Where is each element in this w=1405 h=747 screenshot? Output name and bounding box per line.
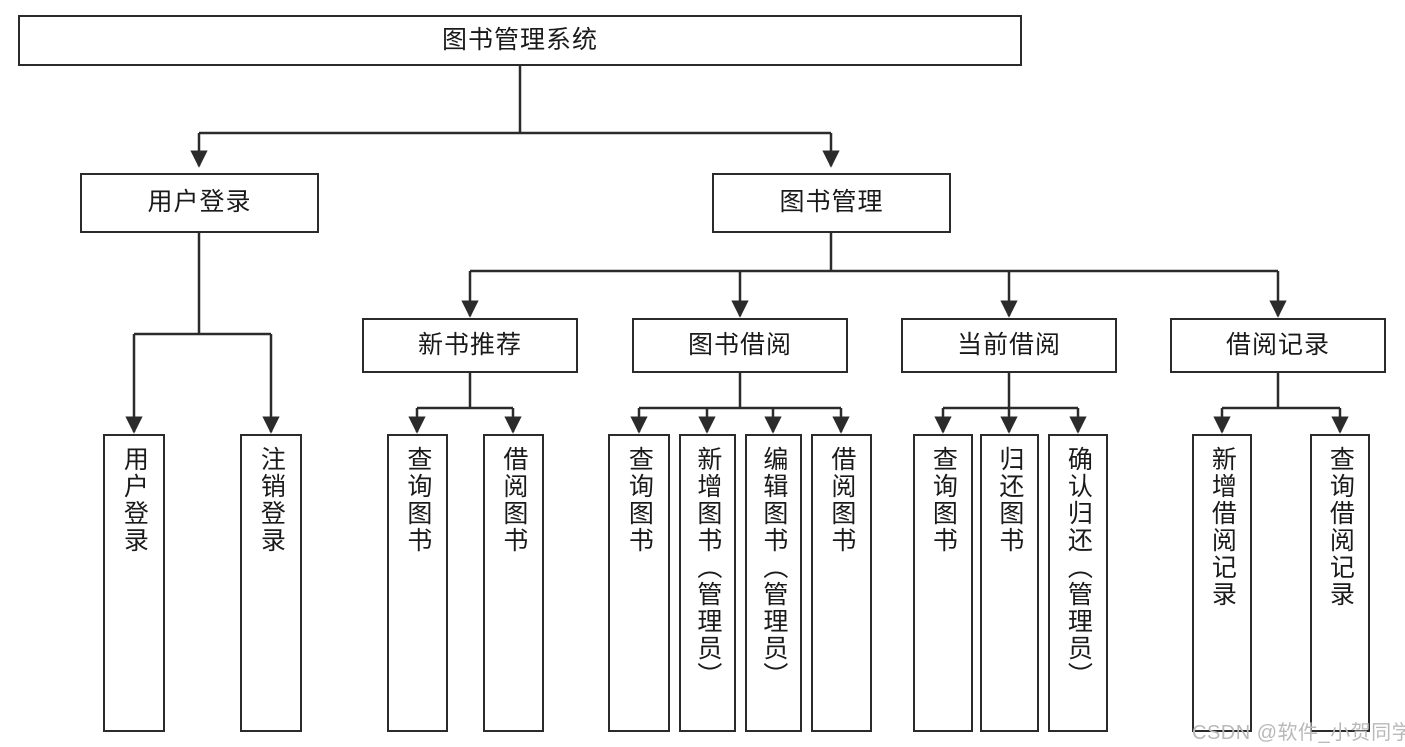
- node-new-book-recommend[interactable]: 新书推荐: [362, 318, 578, 373]
- node-borrow-record[interactable]: 借阅记录: [1170, 318, 1386, 373]
- node-leaf-label: 新增借阅记录: [1208, 446, 1237, 608]
- node-leaf-edit-book-admin[interactable]: 编辑图书（管理员）: [745, 434, 802, 732]
- node-leaf-query-book-current[interactable]: 查询图书: [913, 434, 973, 732]
- node-user-login-label: 用户登录: [147, 188, 252, 217]
- node-leaf-label: 确认归还（管理员）: [1064, 446, 1093, 689]
- node-root[interactable]: 图书管理系统: [18, 15, 1022, 66]
- watermark: CSDN @软件_小贺同学: [1192, 722, 1405, 744]
- node-book-manage[interactable]: 图书管理: [712, 173, 951, 233]
- node-leaf-label: 借阅图书: [827, 446, 856, 554]
- node-leaf-query-book-recommend[interactable]: 查询图书: [387, 434, 448, 732]
- node-leaf-label: 新增图书（管理员）: [693, 446, 722, 689]
- node-leaf-query-book-borrow[interactable]: 查询图书: [608, 434, 670, 732]
- node-leaf-label: 查询借阅记录: [1326, 446, 1355, 608]
- node-leaf-label: 归还图书: [995, 446, 1024, 554]
- node-leaf-logout[interactable]: 注销登录: [240, 434, 302, 732]
- node-book-borrow[interactable]: 图书借阅: [632, 318, 848, 373]
- node-leaf-add-borrow-record[interactable]: 新增借阅记录: [1192, 434, 1252, 732]
- node-leaf-label: 借阅图书: [499, 446, 528, 554]
- node-book-manage-label: 图书管理: [779, 188, 884, 217]
- node-leaf-return-book[interactable]: 归还图书: [980, 434, 1039, 732]
- node-leaf-confirm-return-admin[interactable]: 确认归还（管理员）: [1048, 434, 1108, 732]
- node-new-book-recommend-label: 新书推荐: [417, 330, 522, 359]
- node-leaf-label: 查询图书: [929, 446, 958, 554]
- node-current-borrow-label: 当前借阅: [956, 330, 1061, 359]
- node-leaf-label: 用户登录: [120, 446, 149, 554]
- node-leaf-add-book-admin[interactable]: 新增图书（管理员）: [679, 434, 736, 732]
- node-leaf-borrow-book[interactable]: 借阅图书: [811, 434, 872, 732]
- node-leaf-user-login[interactable]: 用户登录: [103, 434, 165, 732]
- node-leaf-label: 注销登录: [257, 446, 286, 554]
- node-user-login[interactable]: 用户登录: [80, 173, 319, 233]
- node-root-label: 图书管理系统: [441, 25, 598, 54]
- node-current-borrow[interactable]: 当前借阅: [901, 318, 1117, 373]
- node-borrow-record-label: 借阅记录: [1225, 330, 1330, 359]
- node-leaf-query-borrow-record[interactable]: 查询借阅记录: [1310, 434, 1370, 732]
- node-leaf-label: 查询图书: [625, 446, 654, 554]
- node-leaf-borrow-book-recommend[interactable]: 借阅图书: [483, 434, 544, 732]
- node-leaf-label: 查询图书: [403, 446, 432, 554]
- node-leaf-label: 编辑图书（管理员）: [759, 446, 788, 689]
- node-book-borrow-label: 图书借阅: [687, 330, 792, 359]
